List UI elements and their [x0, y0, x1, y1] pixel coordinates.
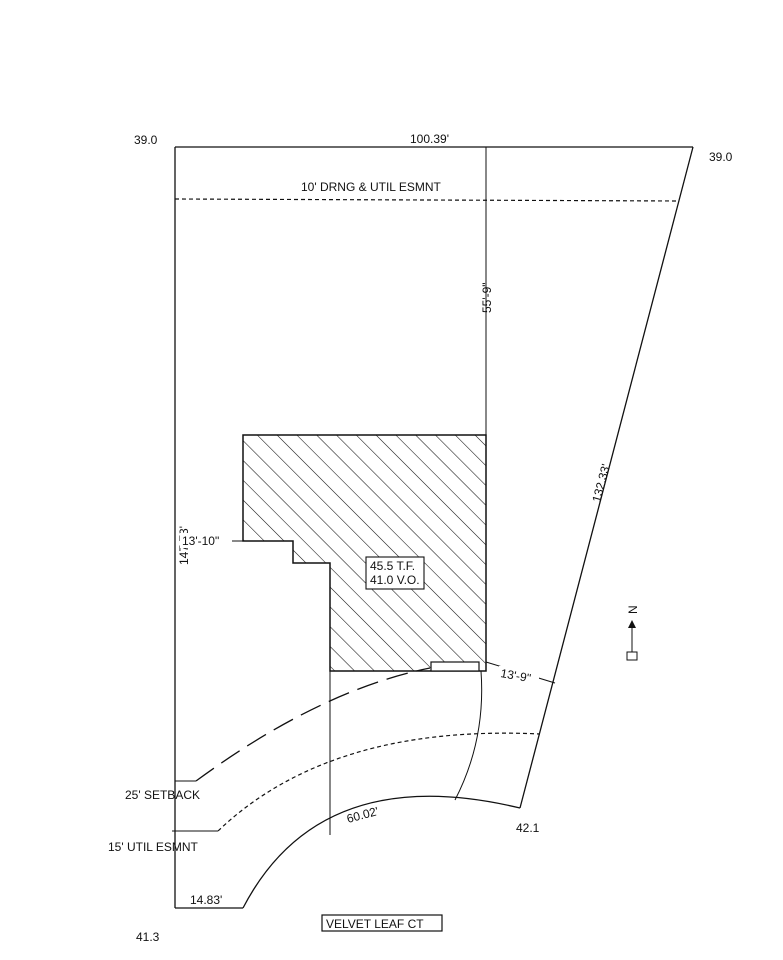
right-side-dimension-label: 132.33': [589, 462, 613, 503]
drainage-easement-line: [174, 198, 680, 202]
front-setback-line: [195, 667, 431, 782]
top-of-foundation-label: 45.5 T.F.: [370, 559, 415, 573]
east-property-line: [519, 146, 694, 809]
vegetation-offset-label: 41.0 V.O.: [370, 573, 420, 587]
utility-easement-label: 15' UTIL ESMNT: [108, 840, 199, 854]
street-name-label: VELVET LEAF CT: [326, 917, 424, 931]
cul-de-sac-arc: [242, 795, 521, 909]
north-arrow-label: N: [626, 605, 640, 614]
house-footprint: [242, 434, 487, 672]
bottom-left-dimension-label: 14.83': [190, 893, 222, 907]
setback-label: 25' SETBACK: [125, 788, 200, 802]
north-arrow-icon: N: [626, 605, 640, 661]
walkway-line: [454, 670, 483, 801]
corner-elevation-top-left: 39.0: [134, 133, 158, 147]
arc-length-label: 60.02': [345, 804, 380, 826]
rear-to-house-dimension-label: 55'-9": [480, 282, 494, 313]
side-setback-label: 13'-10": [182, 534, 219, 548]
corner-elevation-bottom-right: 42.1: [516, 821, 540, 835]
corner-elevation-bottom-left: 41.3: [136, 930, 160, 944]
front-dimension-label: 100.39': [410, 132, 449, 146]
corner-elevation-top-right: 39.0: [709, 150, 733, 164]
house-elevation-box: [365, 556, 425, 590]
front-setback-label: 13'-9": [499, 666, 532, 685]
drainage-easement-label: 10' DRNG & UTIL ESMNT: [301, 180, 442, 194]
front-porch: [430, 661, 480, 672]
street-name-box: [321, 914, 443, 932]
